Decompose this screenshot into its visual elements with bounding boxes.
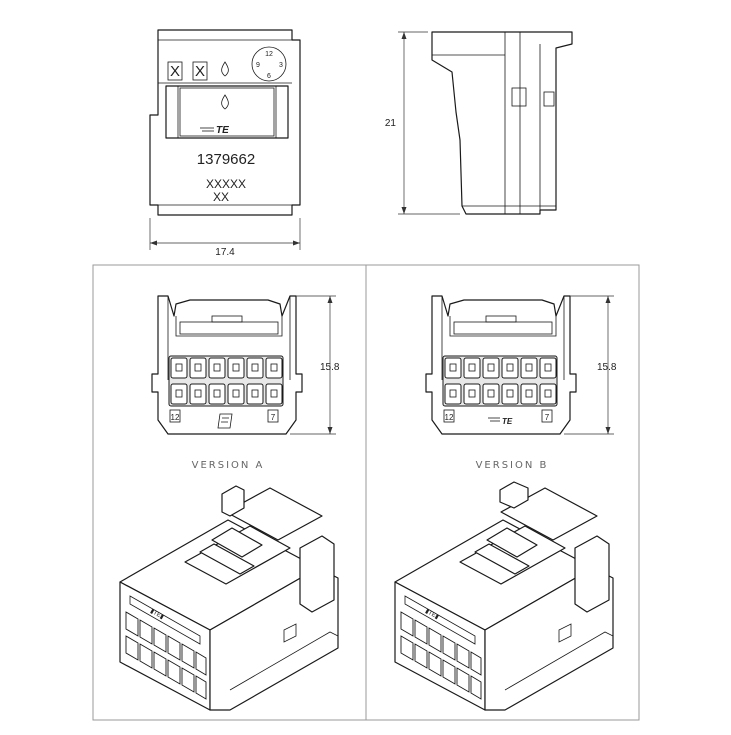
pin-label-12: 12 [171, 413, 180, 422]
svg-text:9: 9 [256, 62, 260, 69]
code-line-1: XXXXX [206, 177, 246, 191]
width-dimension: 17.4 [215, 247, 235, 258]
droplet-icon [221, 94, 229, 110]
version-b-front-view: 12 7 TE 15.8 VERSION B [425, 295, 617, 471]
pin-label-7: 7 [271, 413, 276, 422]
svg-text:6: 6 [267, 73, 271, 80]
te-logo: TE [502, 417, 513, 426]
te-logo: TE [216, 125, 229, 136]
te-logo-icon [217, 413, 233, 429]
height-dimension-a: 15.8 [320, 362, 340, 373]
mark-left: X [170, 63, 180, 80]
part-number: 1379662 [197, 151, 255, 168]
height-dimension: 21 [385, 118, 397, 129]
version-b-isometric-view: ▮TE▮ [394, 481, 614, 711]
cavity-grid-a [168, 355, 284, 407]
cavity-grid-b [442, 355, 558, 407]
code-line-2: XX [213, 190, 229, 204]
version-a-isometric-view: ▮TE▮ [119, 485, 339, 711]
svg-text:12: 12 [265, 51, 273, 58]
version-b-label: VERSION B [476, 460, 549, 471]
pin-label-12: 12 [445, 413, 454, 422]
date-clock-dial: 12 9 3 6 [251, 46, 287, 82]
version-a-front-view: 12 7 15.8 VERSION A [151, 295, 340, 471]
svg-text:3: 3 [279, 62, 283, 69]
side-view: 21 [385, 31, 573, 215]
version-a-label: VERSION A [192, 460, 265, 471]
droplet-icon [221, 61, 229, 77]
version-b-frame [365, 264, 640, 721]
pin-label-7: 7 [545, 413, 550, 422]
mark-box-left: X [167, 61, 183, 81]
mark-right: X [195, 63, 205, 80]
cavity-grid-b-iso [400, 611, 482, 700]
mark-box-right: X [192, 61, 208, 81]
front-view: X X 12 9 3 6 TE 1379662 XXXXX XX 17.4 [149, 29, 301, 258]
cavity-grid-a-iso [125, 611, 207, 700]
height-dimension-b: 15.8 [597, 362, 617, 373]
